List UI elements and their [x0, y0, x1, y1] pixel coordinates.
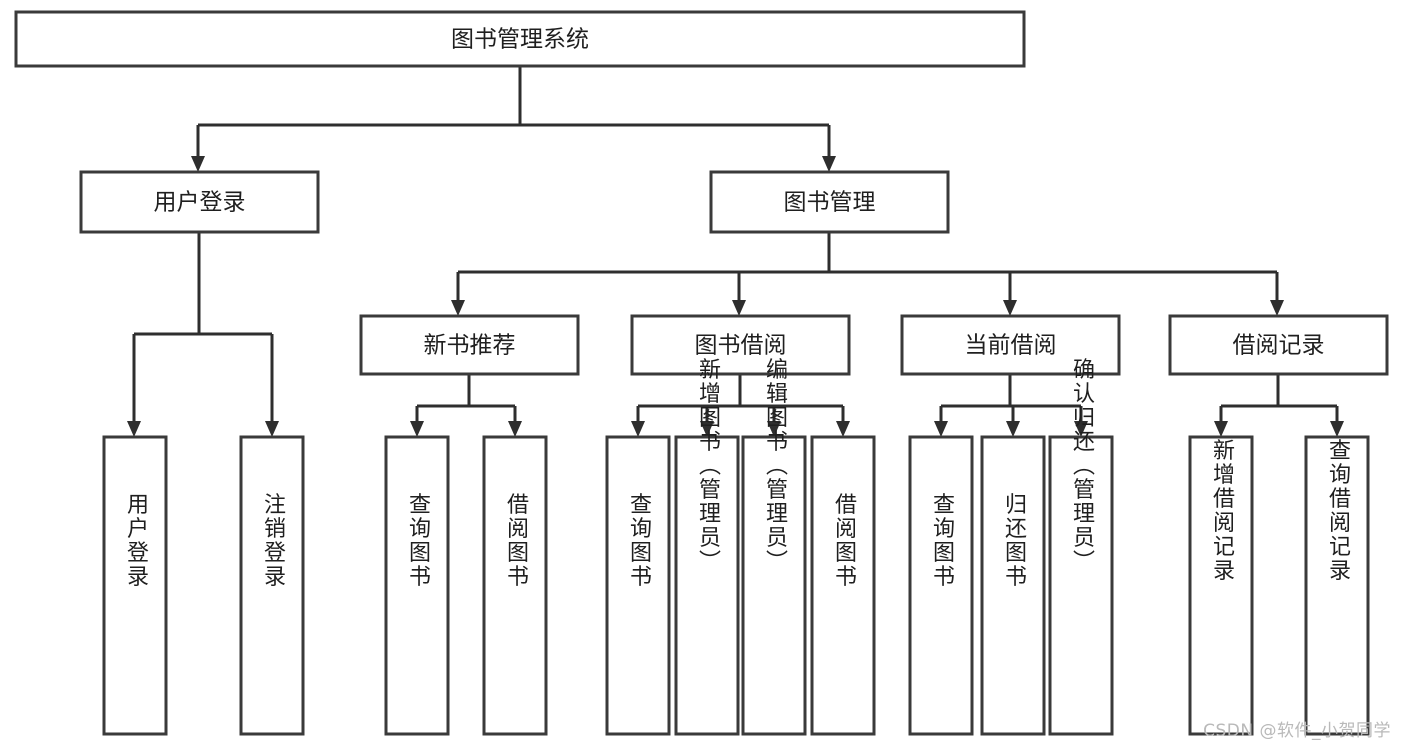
node-box-book-borrow[interactable]: [630, 314, 851, 376]
node-leaf-user-logout[interactable]: 注销登录: [239, 435, 305, 736]
connector-arrowhead: [1330, 421, 1344, 437]
node-root[interactable]: 图书管理系统: [14, 10, 1026, 68]
node-leaf-borrow-book-rec[interactable]: 借阅图书: [482, 435, 548, 736]
node-box-leaf-borrow-book-rec[interactable]: [482, 435, 548, 736]
node-label-leaf-query-record: 查询借阅记录: [1325, 439, 1351, 583]
node-leaf-confirm-return[interactable]: 确认归还（管理员）: [1048, 358, 1114, 736]
node-label-leaf-user-login: 用户登录: [123, 493, 149, 589]
node-box-book-manage[interactable]: [709, 170, 950, 234]
nodes-layer: 图书管理系统用户登录图书管理新书推荐图书借阅当前借阅借阅记录用户登录注销登录查询…: [14, 10, 1389, 736]
node-box-leaf-user-logout[interactable]: [239, 435, 305, 736]
node-label-leaf-user-logout: 注销登录: [260, 493, 286, 589]
node-leaf-user-login[interactable]: 用户登录: [102, 435, 168, 736]
node-user-login[interactable]: 用户登录: [79, 170, 320, 234]
node-book-manage[interactable]: 图书管理: [709, 170, 950, 234]
node-current-borrow[interactable]: 当前借阅: [900, 314, 1121, 376]
connector-arrowhead: [836, 421, 850, 437]
connector-arrowhead: [631, 421, 645, 437]
node-book-borrow[interactable]: 图书借阅: [630, 314, 851, 376]
node-label-leaf-return-book: 归还图书: [1001, 493, 1027, 589]
connector-arrowhead: [1214, 421, 1228, 437]
node-box-leaf-confirm-return[interactable]: [1048, 435, 1114, 736]
node-leaf-add-record[interactable]: 新增借阅记录: [1188, 435, 1254, 736]
connector-arrowhead: [934, 421, 948, 437]
connector-arrowhead: [508, 421, 522, 437]
node-box-leaf-edit-book[interactable]: [741, 435, 807, 736]
node-box-borrow-record[interactable]: [1168, 314, 1389, 376]
node-leaf-return-book[interactable]: 归还图书: [980, 435, 1046, 736]
node-leaf-query-book-borrow[interactable]: 查询图书: [605, 435, 671, 736]
connector-arrowhead: [410, 421, 424, 437]
connector-group: [410, 374, 522, 437]
node-box-leaf-query-book-current[interactable]: [908, 435, 974, 736]
node-label-leaf-add-record: 新增借阅记录: [1209, 439, 1235, 583]
node-box-current-borrow[interactable]: [900, 314, 1121, 376]
node-leaf-edit-book[interactable]: 编辑图书（管理员）: [741, 358, 807, 736]
connector-group: [127, 232, 279, 437]
connector-arrowhead: [1074, 421, 1088, 437]
connector-arrowhead: [700, 421, 714, 437]
node-label-leaf-borrow-book: 借阅图书: [831, 493, 857, 589]
node-label-leaf-query-book-current: 查询图书: [929, 493, 955, 589]
node-label-leaf-confirm-return: 确认归还（管理员）: [1069, 358, 1095, 574]
node-label-new-book-recommend: 新书推荐: [424, 333, 516, 359]
node-label-current-borrow: 当前借阅: [965, 333, 1057, 359]
connector-arrowhead: [191, 156, 205, 172]
node-box-user-login[interactable]: [79, 170, 320, 234]
node-leaf-query-book-rec[interactable]: 查询图书: [384, 435, 450, 736]
connector-group: [1214, 374, 1344, 437]
node-box-leaf-user-login[interactable]: [102, 435, 168, 736]
node-label-book-manage: 图书管理: [784, 190, 876, 216]
node-box-leaf-borrow-book[interactable]: [810, 435, 876, 736]
node-label-borrow-record: 借阅记录: [1233, 333, 1325, 359]
connector-group: [451, 232, 1284, 316]
node-label-user-login: 用户登录: [154, 190, 246, 216]
node-label-book-borrow: 图书借阅: [695, 333, 787, 359]
node-box-leaf-add-book[interactable]: [674, 435, 740, 736]
node-leaf-borrow-book[interactable]: 借阅图书: [810, 435, 876, 736]
connector-arrowhead: [1003, 300, 1017, 316]
node-leaf-add-book[interactable]: 新增图书（管理员）: [674, 358, 740, 736]
connectors-layer: [127, 66, 1344, 437]
connector-arrowhead: [265, 421, 279, 437]
connector-arrowhead: [732, 300, 746, 316]
node-box-new-book-recommend[interactable]: [359, 314, 580, 376]
node-label-leaf-query-book-rec: 查询图书: [405, 493, 431, 589]
node-box-leaf-add-record[interactable]: [1188, 435, 1254, 736]
node-label-leaf-edit-book: 编辑图书（管理员）: [762, 358, 788, 574]
node-label-root: 图书管理系统: [451, 27, 589, 53]
connector-arrowhead: [127, 421, 141, 437]
node-new-book-recommend[interactable]: 新书推荐: [359, 314, 580, 376]
connector-arrowhead: [1270, 300, 1284, 316]
node-leaf-query-book-current[interactable]: 查询图书: [908, 435, 974, 736]
node-label-leaf-add-book: 新增图书（管理员）: [695, 358, 721, 574]
node-box-root[interactable]: [14, 10, 1026, 68]
connector-group: [934, 374, 1088, 437]
connector-arrowhead: [822, 156, 836, 172]
node-box-leaf-query-record[interactable]: [1304, 435, 1370, 736]
connector-arrowhead: [451, 300, 465, 316]
node-label-leaf-query-book-borrow: 查询图书: [626, 493, 652, 589]
connector-group: [191, 66, 836, 172]
node-box-leaf-query-book-borrow[interactable]: [605, 435, 671, 736]
connector-group: [631, 374, 850, 437]
node-borrow-record[interactable]: 借阅记录: [1168, 314, 1389, 376]
watermark: CSDN @软件_小贺同学: [1203, 721, 1391, 741]
node-box-leaf-query-book-rec[interactable]: [384, 435, 450, 736]
node-leaf-query-record[interactable]: 查询借阅记录: [1304, 435, 1370, 736]
connector-arrowhead: [767, 421, 781, 437]
node-box-leaf-return-book[interactable]: [980, 435, 1046, 736]
connector-arrowhead: [1006, 421, 1020, 437]
node-label-leaf-borrow-book-rec: 借阅图书: [503, 493, 529, 589]
